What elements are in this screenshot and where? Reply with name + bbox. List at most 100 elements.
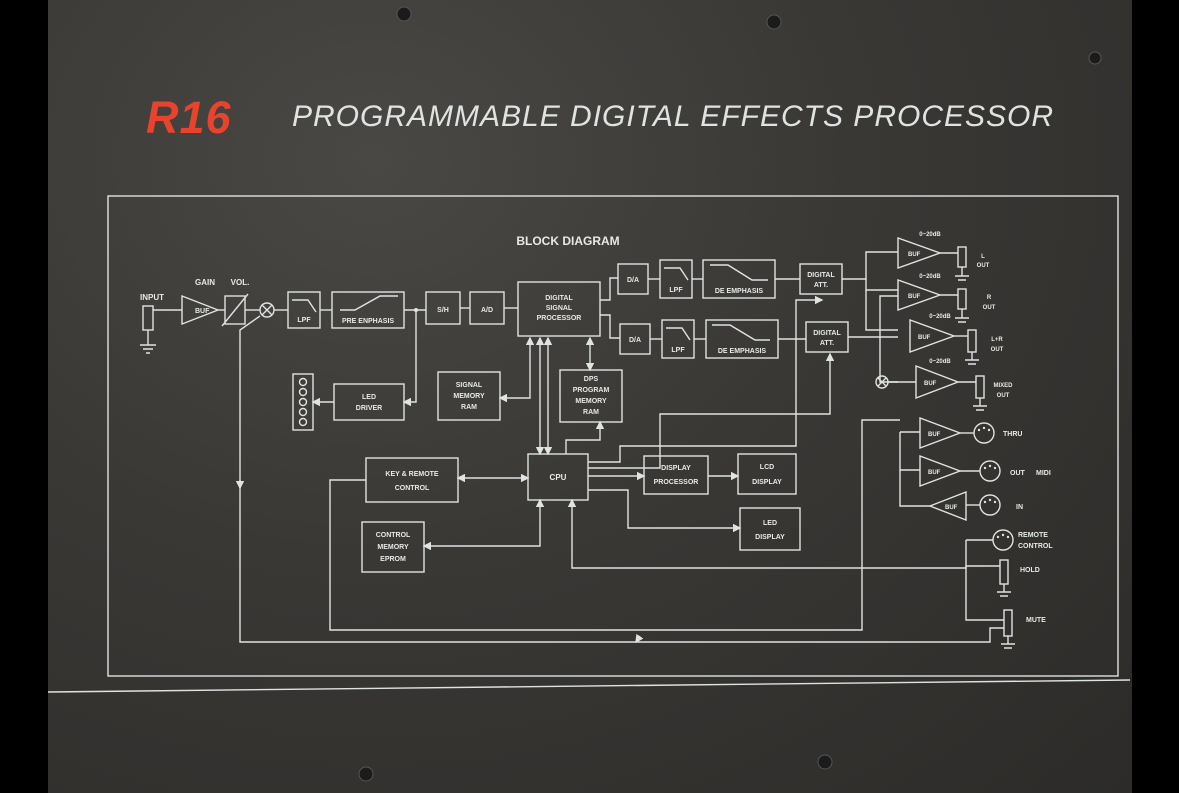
digital-att-b bbox=[805, 321, 849, 353]
input-buf-label: BUF bbox=[195, 308, 210, 315]
midi-thru-port: BUF THRU bbox=[900, 416, 1022, 450]
svg-text:BUF: BUF bbox=[928, 432, 941, 438]
svg-text:ATT.: ATT. bbox=[820, 340, 834, 347]
screw bbox=[358, 766, 374, 782]
svg-text:HOLD: HOLD bbox=[1020, 567, 1040, 574]
svg-text:0~20dB: 0~20dB bbox=[919, 274, 941, 280]
input-buffer-icon bbox=[181, 294, 220, 326]
input-jack-icon bbox=[142, 305, 154, 331]
output-buffer-mixed: 0~20dB BUF MIXED OUT bbox=[875, 359, 1013, 411]
svg-text:DISPLAY: DISPLAY bbox=[661, 465, 691, 472]
svg-text:DPS: DPS bbox=[584, 376, 599, 383]
svg-text:DISPLAY: DISPLAY bbox=[752, 479, 782, 486]
svg-text:REMOTE: REMOTE bbox=[1018, 532, 1048, 539]
svg-text:0~20dB: 0~20dB bbox=[919, 232, 941, 238]
screw bbox=[396, 6, 412, 22]
svg-text:MIXED: MIXED bbox=[993, 383, 1013, 389]
svg-text:RAM: RAM bbox=[583, 409, 599, 416]
diagram-title: BLOCK DIAGRAM bbox=[516, 234, 619, 248]
digital-att-a bbox=[799, 263, 843, 295]
svg-text:DE EMPHASIS: DE EMPHASIS bbox=[715, 288, 764, 295]
svg-text:L: L bbox=[981, 254, 985, 260]
svg-text:MEMORY: MEMORY bbox=[377, 544, 409, 551]
svg-text:OUT: OUT bbox=[1010, 470, 1026, 477]
svg-text:CPU: CPU bbox=[550, 473, 567, 482]
midi-in-port: BUF IN bbox=[899, 470, 1023, 522]
svg-text:PRE ENPHASIS: PRE ENPHASIS bbox=[342, 318, 394, 325]
led-display-block bbox=[739, 507, 801, 551]
svg-text:DIGITAL: DIGITAL bbox=[807, 272, 835, 279]
brand-logo: R16 bbox=[146, 92, 232, 143]
ground-icon bbox=[140, 330, 156, 354]
dsp-block bbox=[517, 281, 601, 337]
display-processor-block bbox=[643, 455, 709, 495]
midi-out-port: BUF OUT MIDI bbox=[899, 432, 1051, 488]
svg-text:DIGITAL: DIGITAL bbox=[545, 295, 573, 302]
svg-text:BUF: BUF bbox=[945, 505, 958, 511]
svg-text:LPF: LPF bbox=[669, 287, 683, 294]
svg-text:LPF: LPF bbox=[297, 317, 311, 324]
key-remote-control-block bbox=[365, 457, 459, 503]
hold-jack: HOLD bbox=[966, 559, 1040, 597]
svg-text:OUT: OUT bbox=[997, 393, 1010, 399]
screw bbox=[766, 14, 782, 30]
svg-text:OUT: OUT bbox=[983, 305, 996, 311]
svg-text:BUF: BUF bbox=[928, 470, 941, 476]
svg-text:LED: LED bbox=[362, 394, 376, 401]
svg-text:MEMORY: MEMORY bbox=[575, 398, 607, 405]
svg-text:RAM: RAM bbox=[461, 404, 477, 411]
svg-text:BUF: BUF bbox=[924, 381, 937, 387]
diagram-frame bbox=[107, 195, 1119, 677]
svg-text:SIGNAL: SIGNAL bbox=[456, 382, 483, 389]
svg-text:EPROM: EPROM bbox=[380, 556, 406, 563]
faceplate bbox=[48, 0, 1132, 793]
svg-text:ATT.: ATT. bbox=[814, 282, 828, 289]
svg-text:SIGNAL: SIGNAL bbox=[546, 305, 573, 312]
lcd-display-block bbox=[737, 453, 797, 495]
led-driver-block bbox=[333, 383, 405, 421]
led-bar-icon bbox=[292, 373, 314, 431]
svg-text:CONTROL: CONTROL bbox=[376, 532, 411, 539]
input-label: INPUT bbox=[140, 293, 164, 302]
svg-text:OUT: OUT bbox=[991, 347, 1004, 353]
svg-text:LCD: LCD bbox=[760, 464, 774, 471]
svg-text:PROCESSOR: PROCESSOR bbox=[537, 315, 582, 322]
svg-text:DIGITAL: DIGITAL bbox=[813, 330, 841, 337]
svg-text:THRU: THRU bbox=[1003, 431, 1022, 438]
gain-label: GAIN bbox=[195, 278, 215, 287]
mute-jack: MUTE bbox=[965, 566, 1046, 649]
svg-text:R: R bbox=[987, 295, 992, 301]
svg-text:BUF: BUF bbox=[918, 335, 931, 341]
mute-feedback-line bbox=[239, 315, 1004, 643]
svg-text:CONTROL: CONTROL bbox=[1018, 543, 1053, 550]
svg-text:A/D: A/D bbox=[481, 307, 493, 314]
svg-text:KEY & REMOTE: KEY & REMOTE bbox=[385, 471, 438, 478]
svg-text:BUF: BUF bbox=[908, 294, 921, 300]
svg-text:0~20dB: 0~20dB bbox=[929, 359, 951, 365]
remote-control-port: REMOTE CONTROL bbox=[966, 529, 1053, 551]
svg-text:LED: LED bbox=[763, 520, 777, 527]
svg-text:LPF: LPF bbox=[671, 347, 685, 354]
svg-text:DISPLAY: DISPLAY bbox=[755, 534, 785, 541]
svg-text:PROCESSOR: PROCESSOR bbox=[654, 479, 699, 486]
output-buffer-r: 0~20dB BUF R OUT bbox=[897, 274, 996, 323]
svg-text:L+R: L+R bbox=[991, 337, 1003, 343]
svg-text:D/A: D/A bbox=[629, 337, 641, 344]
svg-text:0~20dB: 0~20dB bbox=[929, 314, 951, 320]
svg-text:IN: IN bbox=[1016, 504, 1023, 511]
svg-text:S/H: S/H bbox=[437, 307, 449, 314]
vol-label: VOL. bbox=[231, 278, 250, 287]
svg-text:DRIVER: DRIVER bbox=[356, 405, 382, 412]
svg-text:OUT: OUT bbox=[977, 263, 990, 269]
svg-text:MIDI: MIDI bbox=[1036, 470, 1051, 477]
svg-text:D/A: D/A bbox=[627, 277, 639, 284]
svg-text:MUTE: MUTE bbox=[1026, 617, 1046, 624]
svg-text:MEMORY: MEMORY bbox=[453, 393, 485, 400]
svg-text:CONTROL: CONTROL bbox=[395, 485, 430, 492]
screw bbox=[817, 754, 833, 770]
screw bbox=[1088, 51, 1102, 65]
svg-text:PROGRAM: PROGRAM bbox=[573, 387, 610, 394]
output-buffer-lr: 0~20dB BUF L+R OUT bbox=[909, 314, 1004, 365]
svg-text:BUF: BUF bbox=[908, 252, 921, 258]
